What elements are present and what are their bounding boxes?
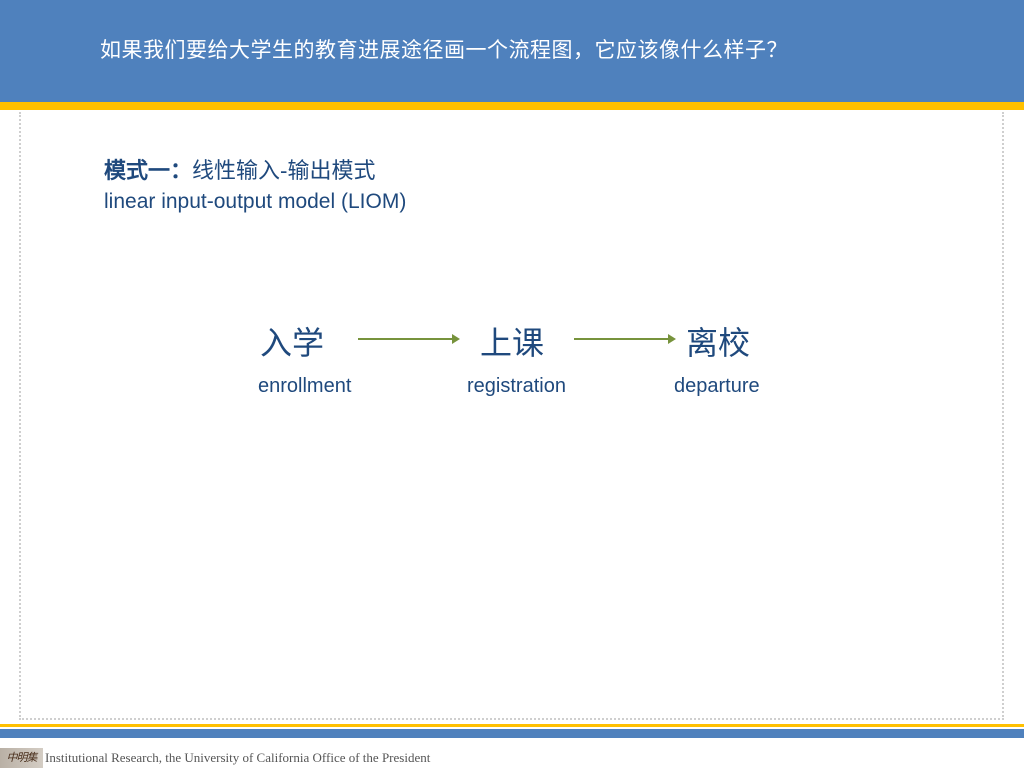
section-subtitle: linear input-output model (LIOM) bbox=[104, 190, 407, 213]
flow-node-registration-cn: 上课 bbox=[480, 324, 545, 362]
footer-credit: Institutional Research, the University o… bbox=[45, 750, 431, 765]
slide-header: 如果我们要给大学生的教育进展途径画一个流程图，它应该像什么样子？ bbox=[0, 0, 1024, 102]
section-title-text: 线性输入-输出模式 bbox=[192, 159, 376, 184]
slide-title: 如果我们要给大学生的教育进展途径画一个流程图，它应该像什么样子？ bbox=[100, 38, 788, 62]
footer-accent-stripe bbox=[0, 724, 1024, 727]
arrow-right-icon bbox=[358, 334, 460, 344]
section-title: 模式一：线性输入-输出模式 bbox=[104, 153, 375, 185]
section-title-label: 模式一： bbox=[104, 158, 193, 184]
content-frame bbox=[19, 112, 1004, 720]
arrow-right-icon bbox=[574, 334, 676, 344]
header-accent-stripe bbox=[0, 102, 1024, 110]
flow-node-enrollment-cn: 入学 bbox=[260, 324, 325, 362]
flow-node-departure-cn: 离校 bbox=[686, 324, 751, 362]
footer-logo: 中明集 bbox=[0, 748, 43, 768]
flow-node-registration-en: registration bbox=[467, 375, 566, 397]
flow-node-departure-en: departure bbox=[674, 375, 760, 397]
flow-node-enrollment-en: enrollment bbox=[258, 375, 352, 397]
footer-blue-stripe bbox=[0, 729, 1024, 738]
